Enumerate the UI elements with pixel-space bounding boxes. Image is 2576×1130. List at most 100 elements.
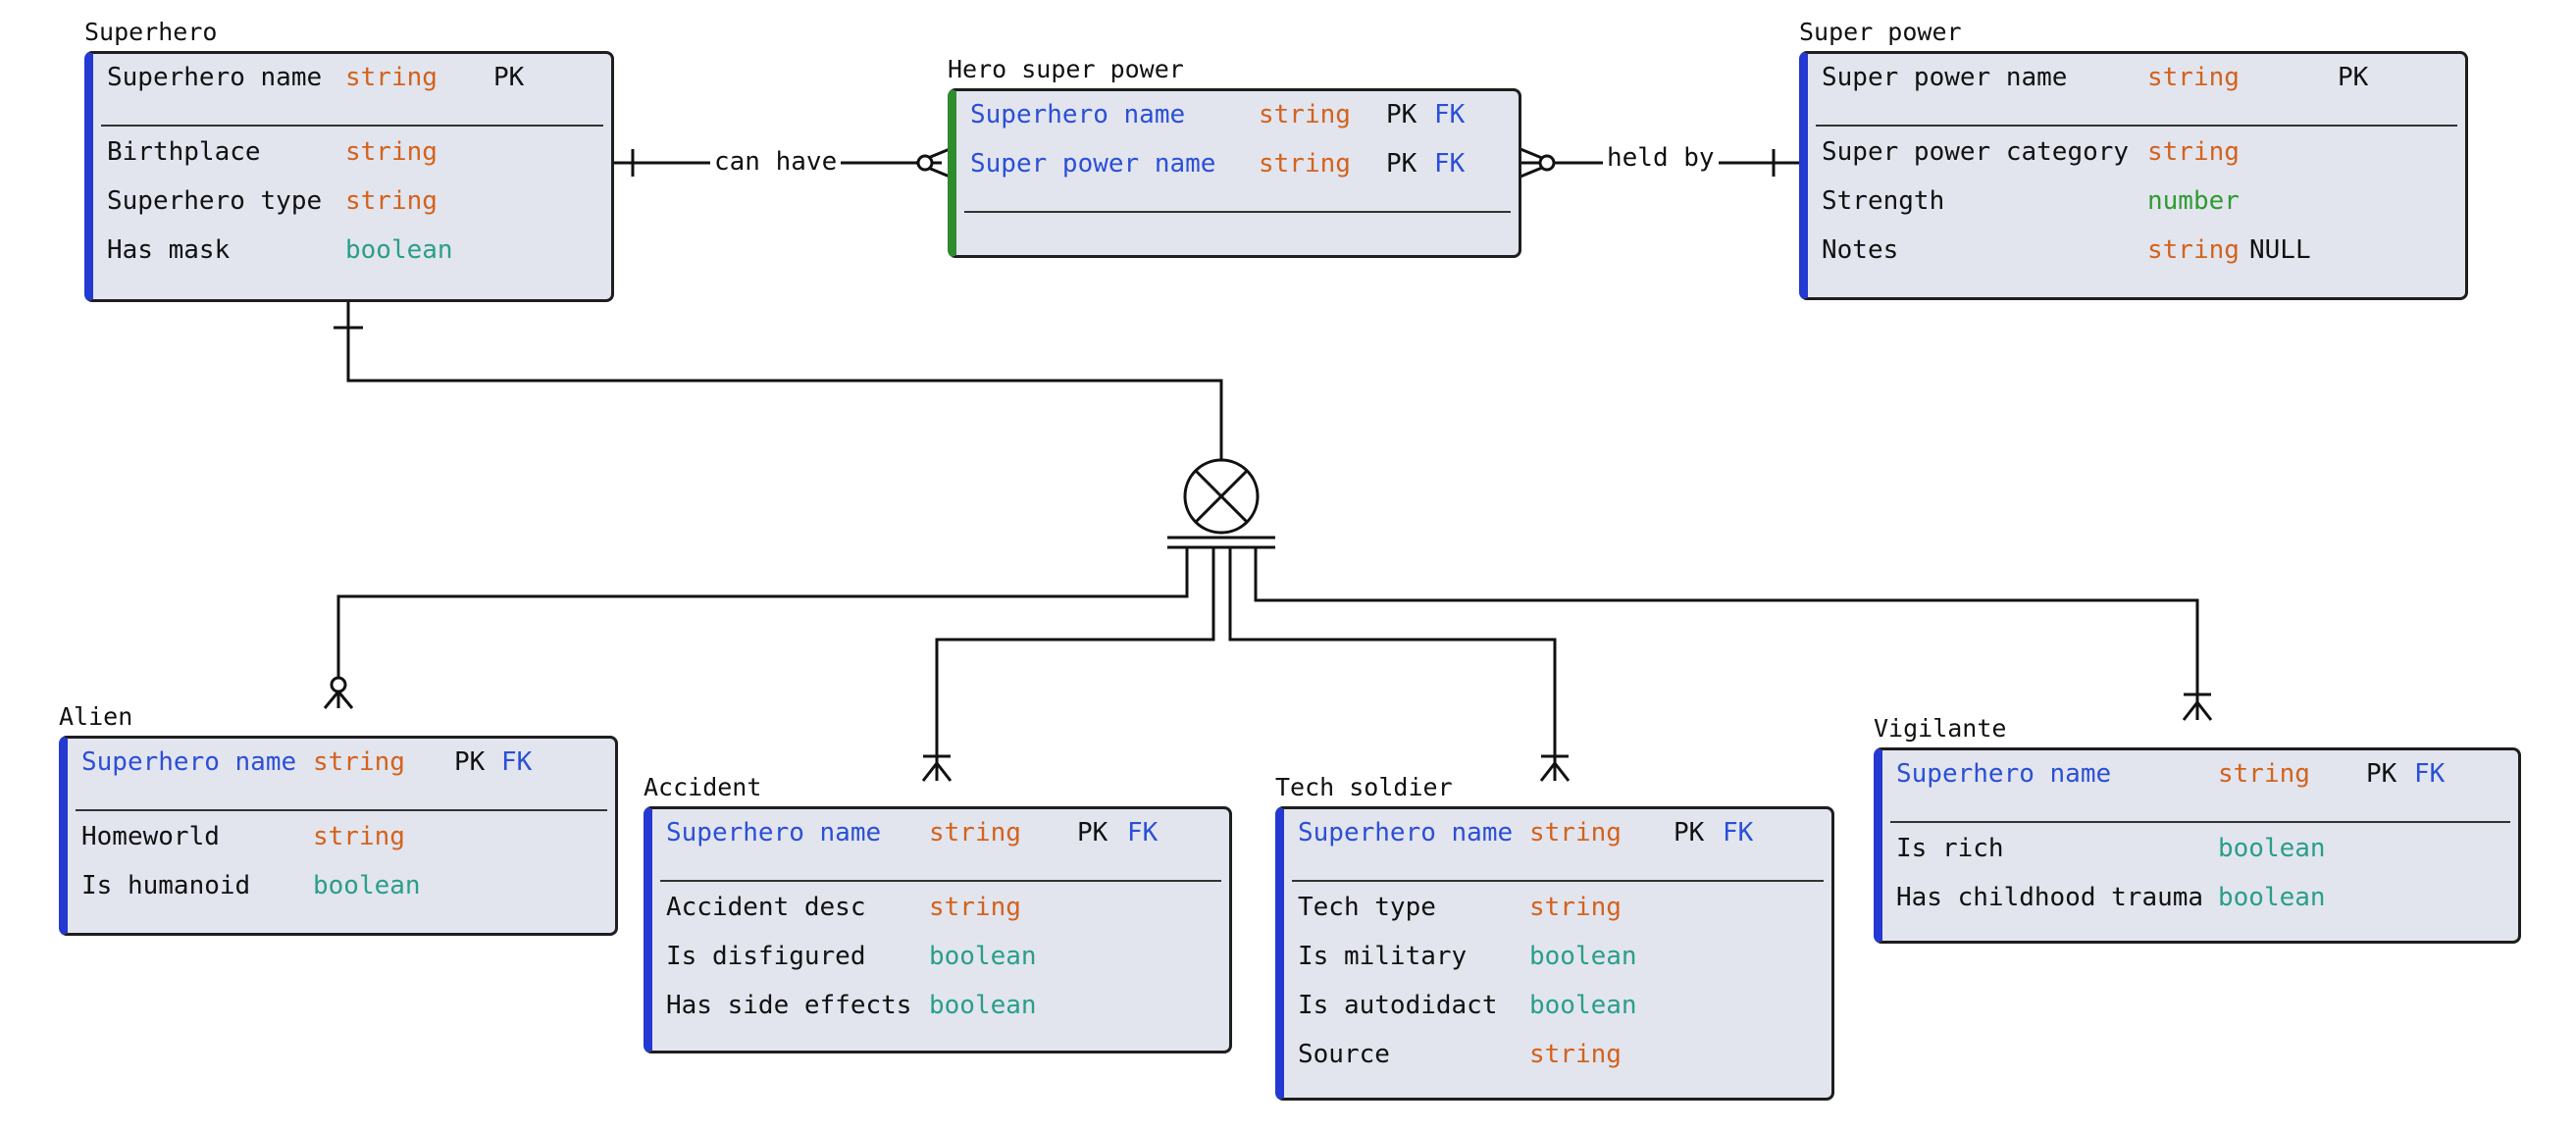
entity-hero-super-power[interactable]: Hero super power Superhero name string P… (948, 55, 1521, 258)
pk-badge: PK (1386, 100, 1417, 129)
entity-box[interactable]: Superhero name string PK FK Accident des… (644, 806, 1232, 1053)
attribute-type: string (345, 137, 438, 167)
entity-tech-soldier[interactable]: Tech soldier Superhero name string PK FK… (1275, 773, 1834, 1101)
entity-title: Vigilante (1874, 714, 2007, 743)
pk-badge: PK (1386, 149, 1417, 179)
divider (1292, 880, 1824, 882)
entity-vigilante[interactable]: Vigilante Superhero name string PK FK Is… (1874, 714, 2521, 944)
attribute-type: boolean (929, 991, 1037, 1020)
entity-alien[interactable]: Alien Superhero name string PK FK Homewo… (59, 702, 618, 936)
fk-badge: FK (501, 747, 533, 777)
attribute-name: Notes (1822, 235, 1899, 265)
attribute-type: boolean (1529, 942, 1637, 971)
zero-cardinality-icon (916, 154, 934, 172)
pk-row[interactable]: Superhero name string PK FK (1896, 754, 2510, 794)
divider (1890, 821, 2510, 823)
attribute-type: string (1259, 100, 1351, 129)
entity-box[interactable]: Super power name string PK Super power c… (1799, 51, 2468, 300)
attribute-name: Superhero type (107, 186, 323, 216)
fk-badge: FK (1723, 818, 1754, 848)
attribute-name: Is rich (1896, 834, 2004, 863)
exclusive-subtype-icon (1167, 458, 1275, 549)
pk-badge: PK (2338, 63, 2369, 92)
attribute-type: number (2147, 186, 2240, 216)
attribute-name: Super power name (970, 149, 1216, 179)
vigilante-line (1254, 547, 2199, 720)
attribute-type: boolean (1529, 991, 1637, 1020)
attribute-row[interactable]: Is autodidact boolean (1298, 986, 1824, 1025)
divider (660, 880, 1221, 882)
attribute-row[interactable]: Is humanoid boolean (81, 866, 607, 905)
attribute-row[interactable]: Source string (1298, 1035, 1824, 1074)
attribute-row[interactable]: Superhero type string (107, 181, 603, 221)
attribute-row[interactable]: Tech type string (1298, 888, 1824, 927)
attribute-name: Is disfigured (666, 942, 866, 971)
attribute-row[interactable]: Has mask boolean (107, 231, 603, 270)
attribute-type: string (313, 747, 405, 777)
pk-row[interactable]: Superhero name string PK FK (666, 813, 1221, 852)
attribute-type: string (929, 893, 1021, 922)
entity-title: Alien (59, 702, 133, 731)
pk-row[interactable]: Superhero name string PK FK (81, 743, 607, 782)
pk-row[interactable]: Super power name string PK FK (970, 144, 1511, 183)
entity-box[interactable]: Superhero name string PK FK Homeworld st… (59, 736, 618, 936)
attribute-row[interactable]: Super power category string (1822, 132, 2457, 172)
entity-box[interactable]: Superhero name string PK FK Is rich bool… (1874, 747, 2521, 944)
attribute-name: Superhero name (1298, 818, 1514, 848)
attribute-name: Homeworld (81, 822, 220, 851)
fk-badge: FK (2414, 759, 2446, 789)
attribute-row[interactable]: Is military boolean (1298, 937, 1824, 976)
attribute-row[interactable]: Is rich boolean (1896, 829, 2510, 868)
attribute-name: Strength (1822, 186, 1945, 216)
attribute-name: Source (1298, 1040, 1390, 1069)
attribute-row[interactable]: Has side effects boolean (666, 986, 1221, 1025)
pk-row[interactable]: Super power name string PK (1822, 58, 2457, 97)
attribute-name: Super power category (1822, 137, 2130, 167)
pk-badge: PK (493, 63, 525, 92)
attribute-type: string (1259, 149, 1351, 179)
attribute-row[interactable]: Notes string NULL (1822, 231, 2457, 270)
divider (964, 211, 1511, 213)
entity-box[interactable]: Superhero name string PK FK Tech type st… (1275, 806, 1834, 1101)
attribute-name: Has side effects (666, 991, 912, 1020)
nullable-badge: NULL (2249, 235, 2311, 265)
attribute-name: Superhero name (666, 818, 882, 848)
can-have-label: can have (710, 145, 842, 179)
attribute-row[interactable]: Has childhood trauma boolean (1896, 878, 2510, 917)
entity-title: Accident (644, 773, 762, 801)
accident-line (935, 547, 1215, 781)
entity-title: Hero super power (948, 55, 1184, 83)
attribute-row[interactable]: Accident desc string (666, 888, 1221, 927)
attribute-name: Superhero name (81, 747, 297, 777)
pk-row[interactable]: Superhero name string PK (107, 58, 603, 97)
zero-cardinality-icon (1538, 154, 1556, 172)
many-cardinality-icon (921, 762, 939, 782)
attribute-row[interactable]: Is disfigured boolean (666, 937, 1221, 976)
attribute-name: Superhero name (107, 63, 323, 92)
pk-row[interactable]: Superhero name string PK FK (970, 95, 1511, 134)
attribute-row[interactable]: Birthplace string (107, 132, 603, 172)
entity-box[interactable]: Superhero name string PK Birthplace stri… (84, 51, 614, 302)
attribute-name: Super power name (1822, 63, 2068, 92)
attribute-row[interactable]: Strength number (1822, 181, 2457, 221)
many-cardinality-icon (323, 691, 340, 709)
attribute-type: string (345, 186, 438, 216)
attribute-type: string (1529, 818, 1622, 848)
entity-accident[interactable]: Accident Superhero name string PK FK Acc… (644, 773, 1232, 1053)
pk-row[interactable]: Superhero name string PK FK (1298, 813, 1824, 852)
attribute-row[interactable]: Homeworld string (81, 817, 607, 856)
fk-badge: FK (1434, 100, 1466, 129)
attribute-type: string (345, 63, 438, 92)
entity-box[interactable]: Superhero name string PK FK Super power … (948, 88, 1521, 258)
attribute-type: string (1529, 893, 1622, 922)
entity-super-power[interactable]: Super power Super power name string PK S… (1799, 18, 2468, 300)
attribute-name: Is humanoid (81, 871, 251, 900)
many-cardinality-icon (2182, 701, 2199, 721)
attribute-name: Superhero name (1896, 759, 2112, 789)
attribute-type: string (929, 818, 1021, 848)
attribute-name: Birthplace (107, 137, 261, 167)
attribute-name: Has childhood trauma (1896, 883, 2204, 912)
entity-superhero[interactable]: Superhero Superhero name string PK Birth… (84, 18, 614, 302)
attribute-type: string (2147, 137, 2240, 167)
